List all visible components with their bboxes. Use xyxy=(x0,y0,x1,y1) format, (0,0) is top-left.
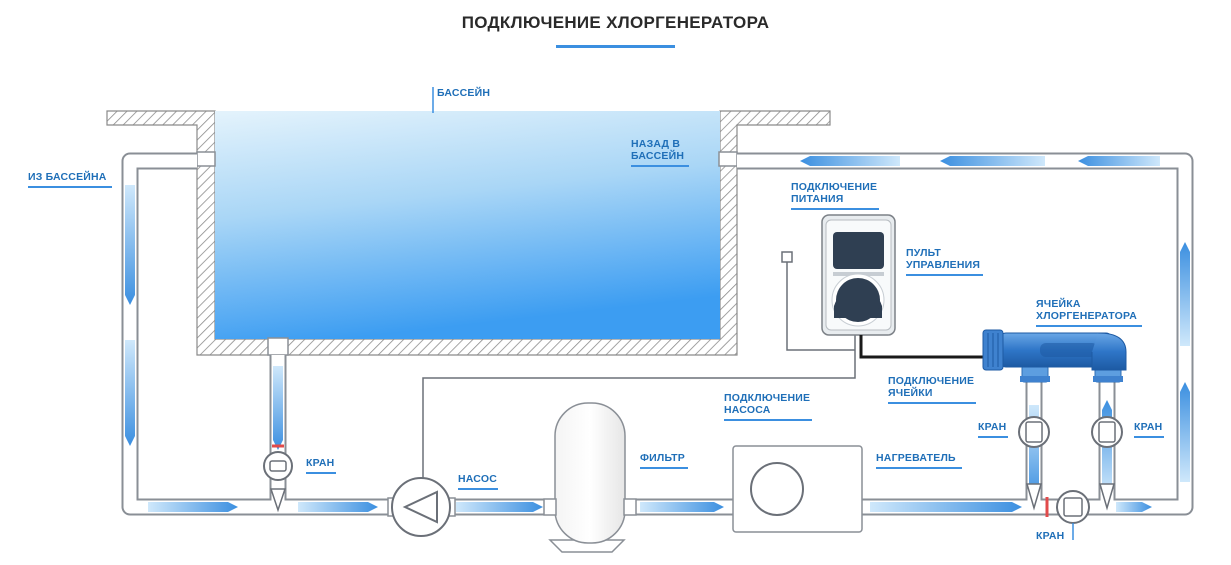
heater xyxy=(732,445,863,533)
flow-arrow xyxy=(1180,242,1190,346)
valve-cell-left xyxy=(1018,416,1050,511)
flow-arrows xyxy=(125,156,1190,512)
pool xyxy=(106,110,831,356)
flow-arrow xyxy=(940,156,1045,166)
flow-arrow xyxy=(125,340,135,446)
flow-arrow xyxy=(148,502,238,512)
control-panel xyxy=(781,214,896,351)
flow-arrow xyxy=(640,502,724,512)
label-from-pool: ИЗ БАССЕЙНА xyxy=(28,171,112,188)
label-valve-cell-left: КРАН xyxy=(978,421,1008,438)
valve-bottom xyxy=(1045,490,1090,540)
label-filter: ФИЛЬТР xyxy=(640,452,688,469)
flow-arrow xyxy=(800,156,900,166)
pool-water xyxy=(215,111,720,339)
filter xyxy=(543,402,637,553)
title-underline xyxy=(556,45,675,48)
label-pool: БАССЕЙН xyxy=(437,87,491,99)
flow-arrow xyxy=(870,502,1022,512)
label-power-connection: ПОДКЛЮЧЕНИЕ ПИТАНИЯ xyxy=(791,181,879,210)
label-back-to-pool: НАЗАД В БАССЕЙН xyxy=(631,138,689,167)
label-cell-connection: ПОДКЛЮЧЕНИЕ ЯЧЕЙКИ xyxy=(888,375,976,404)
flow-arrow xyxy=(1116,502,1152,512)
flow-arrow xyxy=(1078,156,1160,166)
label-valve-left: КРАН xyxy=(306,457,336,474)
flow-arrow xyxy=(456,502,543,512)
label-valve-cell-right: КРАН xyxy=(1134,421,1164,438)
flow-arrow xyxy=(298,502,378,512)
control-display-icon xyxy=(833,232,884,269)
cell-cable xyxy=(859,335,985,359)
flow-arrow xyxy=(273,366,283,450)
label-pump-connection: ПОДКЛЮЧЕНИЕ НАСОСА xyxy=(724,392,812,421)
label-pump: НАСОС xyxy=(458,473,498,490)
flow-arrow xyxy=(125,185,135,305)
valve-cell-right xyxy=(1091,416,1123,511)
pump xyxy=(387,477,456,537)
label-chlorinator-cell: ЯЧЕЙКА ХЛОРГЕНЕРАТОРА xyxy=(1036,298,1142,327)
label-control-panel: ПУЛЬТ УПРАВЛЕНИЯ xyxy=(906,247,983,276)
label-valve-bottom: КРАН xyxy=(1036,530,1065,542)
flow-arrow xyxy=(1180,382,1190,482)
chlorinator-cell xyxy=(982,329,1127,383)
label-heater: НАГРЕВАТЕЛЬ xyxy=(876,452,962,469)
pump-power-wire xyxy=(422,335,856,478)
power-plug-icon xyxy=(781,251,793,263)
page-title: ПОДКЛЮЧЕНИЕ ХЛОРГЕНЕРАТОРА xyxy=(461,13,770,32)
valve-left xyxy=(263,444,293,513)
